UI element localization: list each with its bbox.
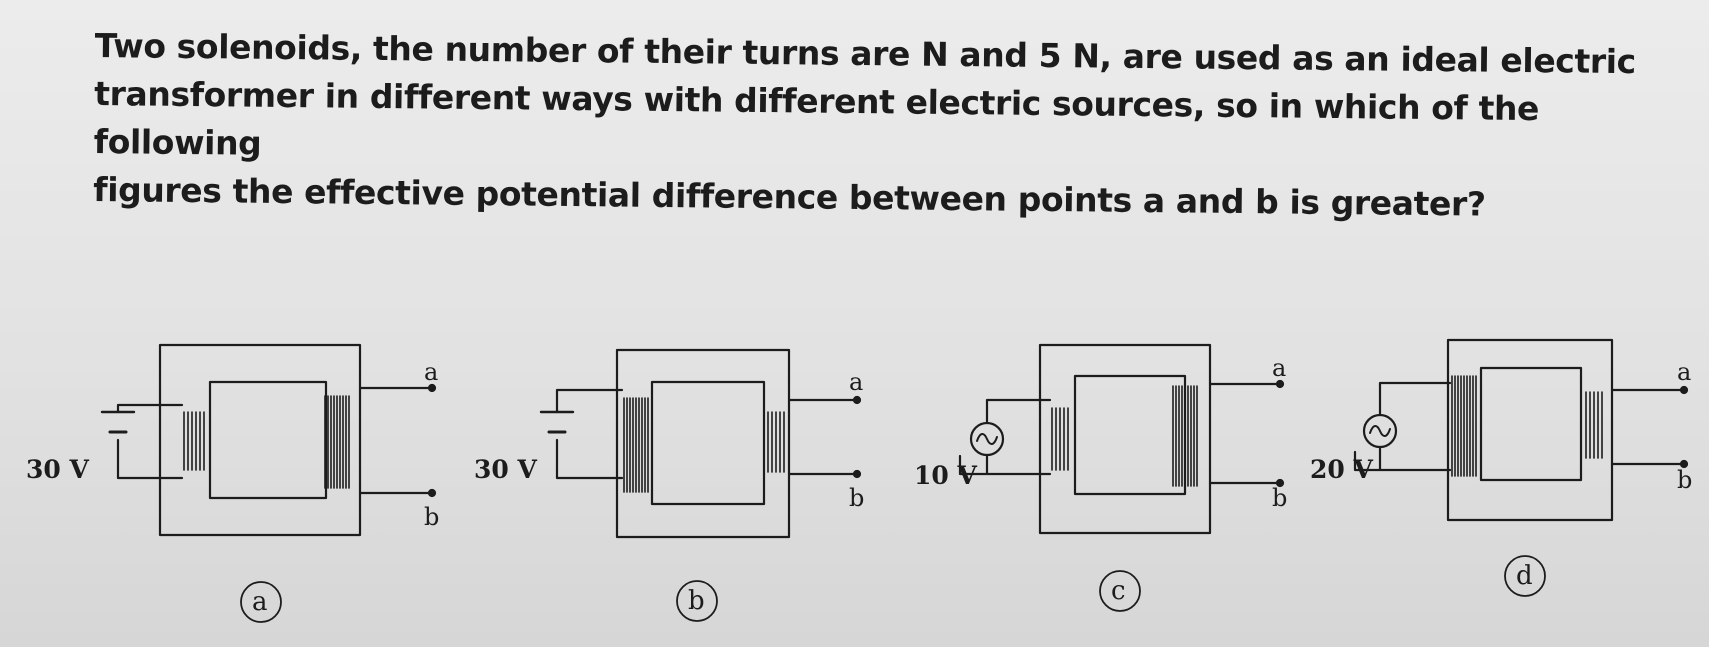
terminal-a-dot <box>852 395 862 405</box>
primary-wire <box>116 403 184 480</box>
terminal-a-label: a <box>424 358 438 386</box>
core-outer <box>1446 338 1614 522</box>
primary-coil <box>1051 407 1069 471</box>
terminal-b-dot <box>852 469 862 479</box>
figure-label: a <box>252 587 268 617</box>
terminal-a-dot <box>427 383 437 393</box>
source-voltage-label: 10 V <box>914 461 977 490</box>
terminal-b-dot <box>1679 459 1689 469</box>
core-inner <box>1479 366 1583 482</box>
core-outer <box>1038 343 1212 535</box>
core-outer <box>615 348 791 539</box>
source-voltage-label: 30 V <box>26 455 89 484</box>
core-inner <box>208 380 328 500</box>
figure-a-labels: 30 V a b a <box>26 358 439 617</box>
primary-wire <box>958 398 1052 476</box>
figure-label: c <box>1111 576 1126 606</box>
figure-c-labels: 10 V a b c <box>914 354 1287 606</box>
figure-c <box>958 343 1285 612</box>
core-outer <box>158 343 362 537</box>
primary-coil <box>1451 375 1477 477</box>
figure-label-circle <box>1504 555 1546 597</box>
figure-label: d <box>1516 561 1533 591</box>
terminal-a-label: a <box>1677 358 1691 386</box>
ac-source-icon <box>969 421 1005 457</box>
terminal-b-label: b <box>424 503 439 531</box>
figure-d-labels: 20 V a b d <box>1310 358 1692 591</box>
secondary-coil <box>1172 385 1198 487</box>
terminal-b-dot <box>427 488 437 498</box>
figure-d <box>1353 338 1689 597</box>
source-voltage-label: 20 V <box>1310 455 1373 484</box>
terminal-b-label: b <box>1677 466 1692 494</box>
secondary-coil <box>324 395 350 489</box>
figure-label-circle <box>1099 570 1141 612</box>
terminal-a-dot <box>1679 385 1689 395</box>
figure-label-circle <box>240 581 282 623</box>
figure-label: b <box>688 586 705 616</box>
primary-coil <box>183 411 205 471</box>
secondary-coil <box>767 411 785 473</box>
primary-coil <box>623 397 649 493</box>
figure-b <box>539 348 862 622</box>
terminal-b-label: b <box>849 484 864 512</box>
core-inner <box>1073 374 1187 496</box>
core-inner <box>650 380 766 506</box>
ac-source-icon <box>1362 413 1398 449</box>
primary-wire <box>1353 381 1452 472</box>
figure-label-circle <box>676 580 718 622</box>
source-voltage-label: 30 V <box>474 455 537 484</box>
terminal-a-label: a <box>1272 354 1286 382</box>
terminal-a-dot <box>1275 379 1285 389</box>
terminal-b-label: b <box>1272 484 1287 512</box>
primary-wire <box>555 388 624 480</box>
secondary-coil <box>1585 391 1603 459</box>
figure-b-labels: 30 V a b b <box>474 368 864 616</box>
figure-a <box>100 343 437 623</box>
terminal-b-dot <box>1275 478 1285 488</box>
terminal-a-label: a <box>849 368 863 396</box>
